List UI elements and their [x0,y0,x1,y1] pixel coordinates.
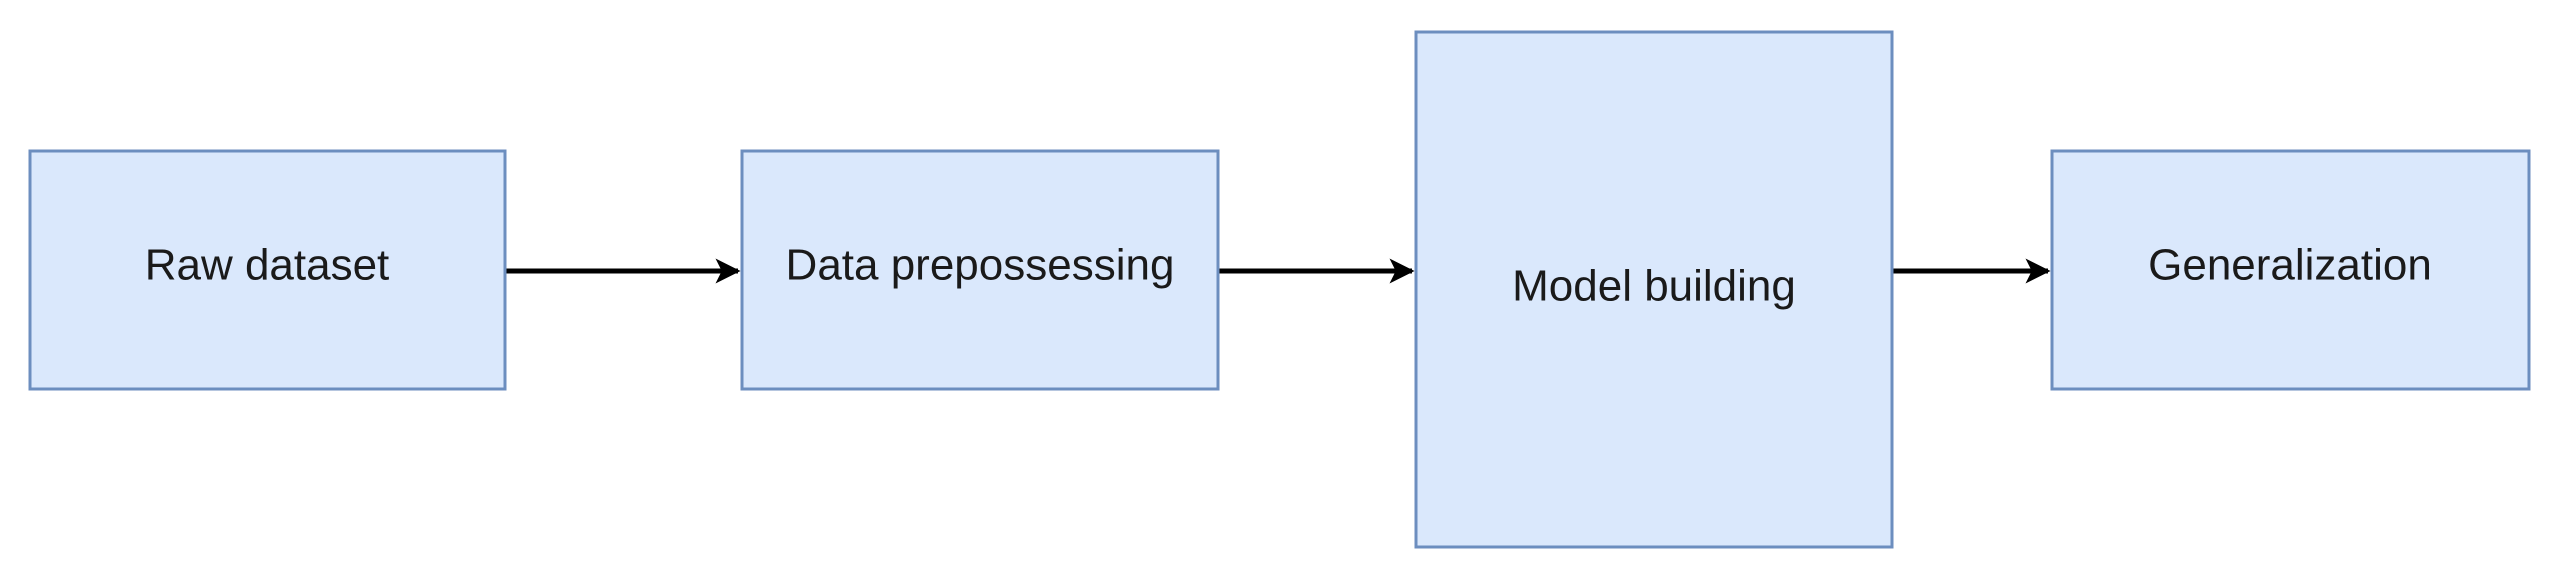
node-generalization[interactable]: Generalization [2050,149,2531,391]
node-label: Model building [1512,262,1796,311]
node-box [740,149,1220,391]
node-label: Generalization [2148,241,2432,290]
node-box [1414,30,1894,549]
node-box [28,149,507,391]
node-model-building[interactable]: Model building [1414,30,1894,549]
node-label: Raw dataset [145,241,390,290]
node-box [2050,149,2531,391]
node-data-prepossessing[interactable]: Data prepossessing [740,149,1220,391]
node-label: Data prepossessing [786,241,1175,290]
node-raw-dataset[interactable]: Raw dataset [28,149,507,391]
